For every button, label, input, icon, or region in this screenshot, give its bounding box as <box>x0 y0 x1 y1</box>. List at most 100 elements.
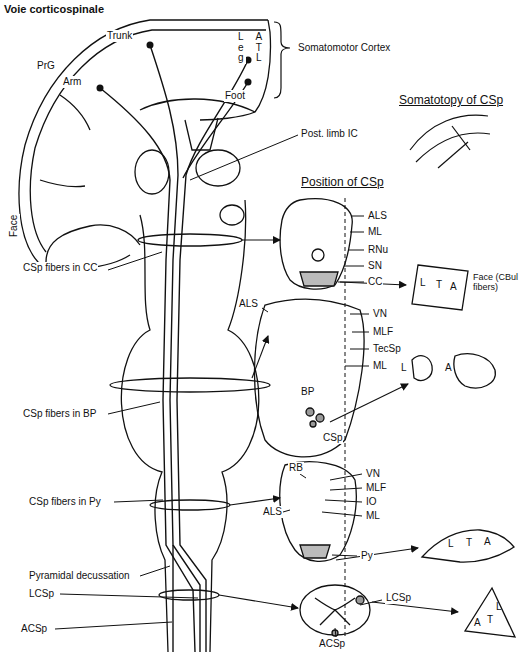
drawing-part <box>172 545 173 652</box>
anatomy-label: ML <box>372 360 388 372</box>
drawing-part <box>312 249 324 261</box>
drawing-part <box>55 135 298 629</box>
drawing-part <box>454 354 495 388</box>
drawing-part <box>280 199 352 289</box>
somatotopy-shape: LTA <box>410 262 470 312</box>
drawing-part <box>254 299 364 457</box>
drawing-part <box>185 118 218 150</box>
anatomy-label: ALS <box>238 298 259 310</box>
drawing-part <box>338 216 364 282</box>
drawing-part <box>336 548 418 560</box>
somatotopy-letter: T <box>436 280 442 290</box>
somatotopy-letter: T <box>466 538 472 548</box>
anatomy-label: MLF <box>372 326 394 338</box>
drawing-part <box>315 598 355 625</box>
drawing-part <box>300 545 330 558</box>
anatomy-label: ACSp <box>20 623 48 635</box>
drawing-part <box>310 421 316 427</box>
anatomy-label: ALS <box>367 210 388 222</box>
drawing-part <box>177 60 248 652</box>
anatomy-label: ML <box>365 510 381 522</box>
drawing-part <box>438 142 468 168</box>
drawing-part <box>138 234 242 246</box>
anatomy-label: SN <box>367 260 383 272</box>
anatomy-label: CSp fibers in BP <box>22 408 97 420</box>
anatomy-label: Foot <box>224 90 246 102</box>
anatomy-label: LCSp <box>385 592 412 604</box>
drawing-part <box>147 42 154 49</box>
drawing-part <box>335 600 382 637</box>
anatomy-label: TecSp <box>372 343 402 355</box>
drawing-part <box>372 602 458 612</box>
shape-path <box>465 588 515 637</box>
anatomy-label: ALS <box>262 506 283 518</box>
drawing-part <box>412 356 432 381</box>
anatomy-label: LCSp <box>28 588 55 600</box>
drawing-part <box>242 239 280 240</box>
anatomy-label: Post. limb IC <box>300 128 359 140</box>
cortex-bracket <box>274 22 290 98</box>
somatotopy-shape: LTA <box>420 525 516 565</box>
anatomy-label: Somatotopy of CSp <box>398 94 504 108</box>
drawing-part <box>316 414 324 422</box>
anatomy-label: Pyramidal decussation <box>28 570 131 582</box>
drawing-part <box>300 585 370 635</box>
anatomy-label: L <box>400 362 408 374</box>
anatomy-label: IO <box>365 496 378 508</box>
anatomy-label: CSp fibers in Py <box>28 496 102 508</box>
brain-outline <box>19 20 270 269</box>
shape-path <box>422 530 514 562</box>
drawing-part <box>219 595 298 608</box>
somatotopy-letter: L <box>448 539 454 549</box>
somatotopy-letter: A <box>484 537 491 547</box>
anatomy-label: RB <box>288 462 304 474</box>
somatotopy-shape: ATL <box>462 585 518 641</box>
somatotopy-letter: L <box>420 278 426 288</box>
anatomy-label: Py <box>360 550 374 562</box>
anatomy-label: Position of CSp <box>300 176 385 190</box>
anatomy-label: VN <box>365 468 381 480</box>
anatomy-label: MLF <box>365 482 387 494</box>
anatomy-label: VN <box>372 308 388 320</box>
anatomy-label: BP <box>300 386 315 398</box>
drawing-part <box>306 408 314 416</box>
shape-path <box>412 265 468 310</box>
anatomy-label: Trunk <box>106 30 133 42</box>
anatomy-label: Arm <box>62 76 82 88</box>
drawing-part <box>210 200 259 652</box>
somatotopy-letter: L <box>496 602 502 612</box>
anatomy-label: CC <box>367 276 383 288</box>
drawing-part <box>121 215 168 652</box>
drawing-part <box>150 500 230 510</box>
somatotopy-letter: T <box>487 615 493 625</box>
anatomy-label: Face <box>8 214 20 238</box>
drawing-part <box>245 79 252 86</box>
shape-outline <box>462 585 518 641</box>
drawing-part <box>220 205 244 225</box>
somatotopy-sketch <box>410 115 490 168</box>
drawing-part <box>330 384 408 422</box>
diagram-title: Voie corticospinale <box>4 3 104 15</box>
drawing-part <box>416 133 490 162</box>
anatomy-label: RNu <box>367 244 389 256</box>
drawing-part <box>46 225 140 262</box>
anatomy-label: CSp <box>322 432 343 444</box>
drawing-part <box>230 498 280 505</box>
drawing-part <box>183 82 248 178</box>
somatotopy-letter: A <box>474 618 481 628</box>
drawing-part <box>40 180 85 187</box>
drawing-part <box>283 474 362 556</box>
anatomy-label: ML <box>367 226 383 238</box>
drawing-part <box>280 462 357 562</box>
drawing-part <box>97 85 104 92</box>
drawing-part <box>262 308 369 366</box>
midline-dash <box>345 198 346 640</box>
drawing-part <box>245 57 252 64</box>
anatomy-label: ATL <box>254 32 264 64</box>
drawing-part <box>356 596 364 604</box>
drawing-part <box>100 88 195 652</box>
cortical-cell <box>97 42 252 92</box>
somatotopy-letter: A <box>450 282 457 292</box>
anatomy-label: CSp fibers in CC <box>22 262 98 274</box>
drawing-part <box>300 272 338 286</box>
